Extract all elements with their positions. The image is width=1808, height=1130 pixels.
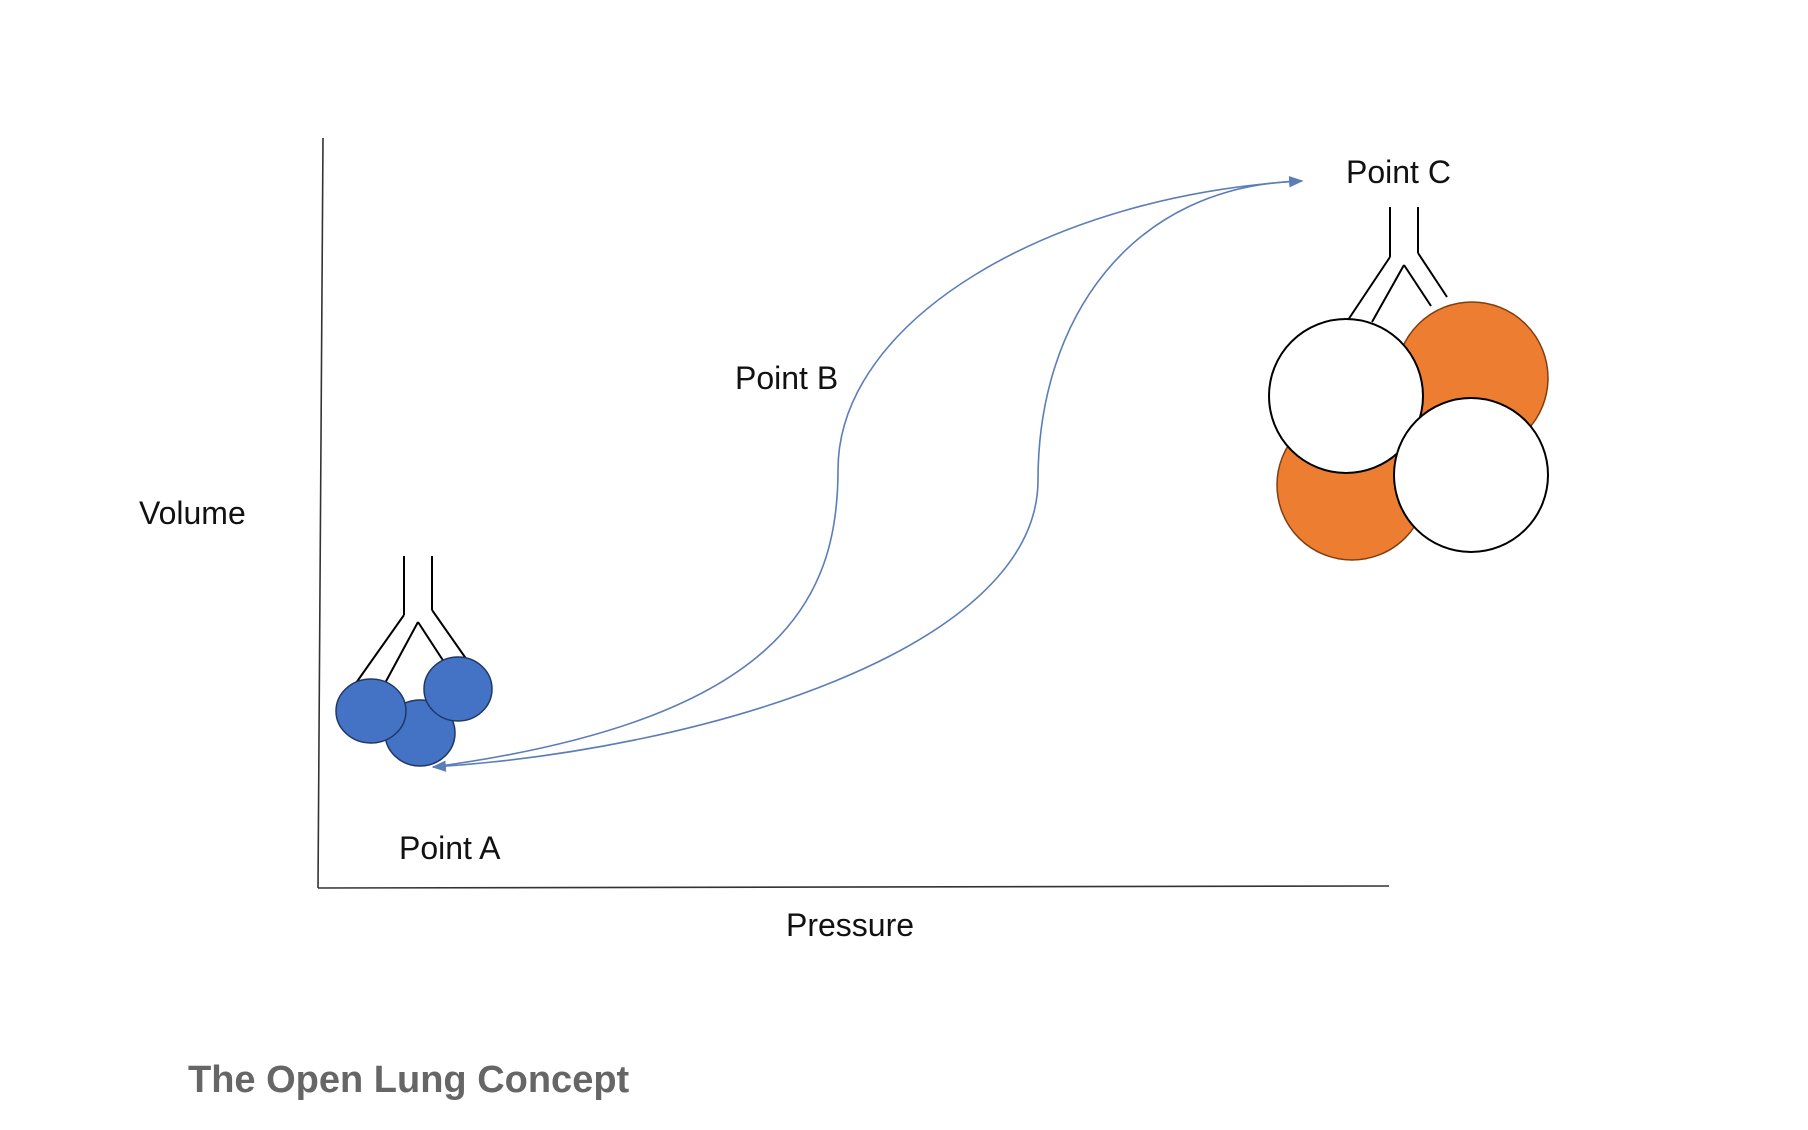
alveolus	[423, 656, 493, 722]
airway-line	[383, 621, 419, 686]
open-alveoli	[1268, 207, 1549, 561]
airway-line	[417, 621, 447, 666]
airway-line	[355, 614, 405, 684]
point-b-label: Point B	[735, 360, 839, 396]
alveolus	[335, 678, 407, 744]
deflation-curve	[431, 180, 1303, 772]
point-c-label: Point C	[1346, 154, 1451, 190]
point-a-label: Point A	[399, 830, 501, 866]
x-axis-label: Pressure	[786, 907, 915, 943]
airway-line	[431, 609, 468, 661]
airway-line	[1347, 256, 1391, 321]
alveolus-open	[1393, 397, 1549, 553]
airway-line	[1403, 264, 1432, 307]
alveolus-open	[1268, 318, 1424, 474]
airway-line	[1417, 252, 1448, 298]
x-axis-line	[317, 885, 1390, 889]
y-axis-label: Volume	[139, 495, 246, 531]
caption-title: The Open Lung Concept	[188, 1059, 630, 1101]
collapsed-alveoli	[335, 556, 493, 767]
airway-line	[1371, 264, 1405, 323]
y-axis-line	[317, 137, 324, 889]
inflation-curve	[432, 175, 1304, 768]
